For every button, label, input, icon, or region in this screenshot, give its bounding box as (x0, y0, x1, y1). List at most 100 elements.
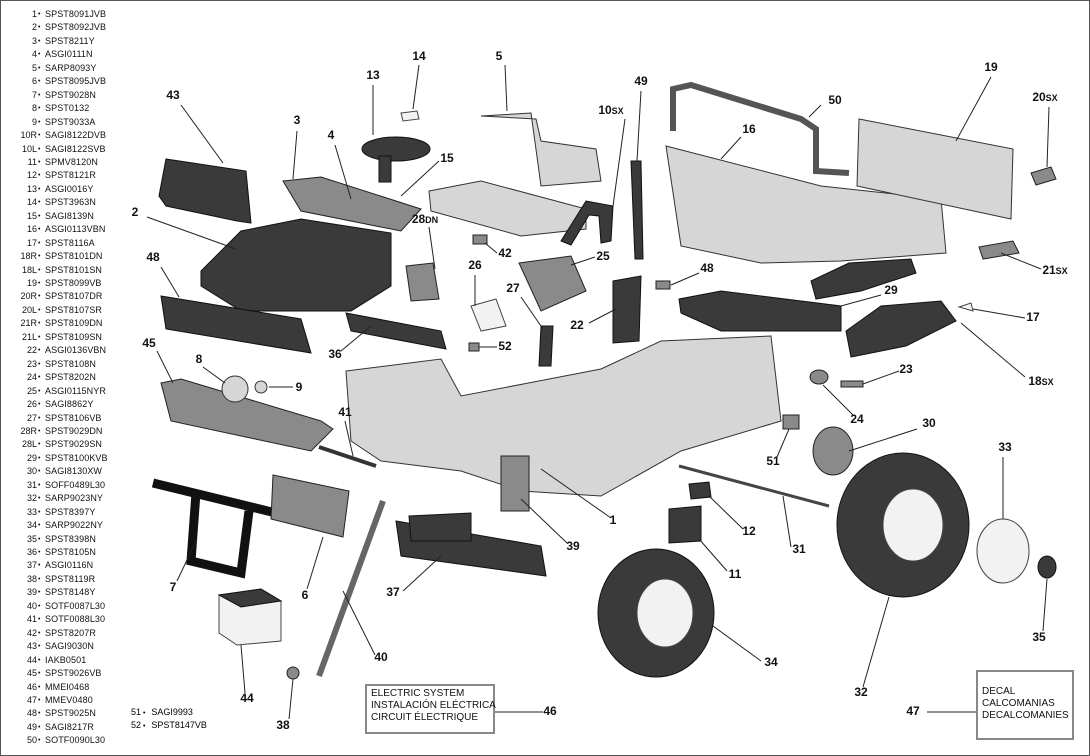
part-code: SPST9026VB (45, 668, 102, 679)
bullet-icon: • (38, 347, 41, 355)
bullet-icon: • (38, 508, 41, 516)
callout-28dn: 28DN (412, 212, 438, 226)
part-number: 9 (31, 116, 37, 127)
bullet-icon: • (38, 575, 41, 583)
leader-line (782, 495, 792, 548)
callout-48: 48 (700, 261, 714, 275)
parts-list-row: 8•SPST0132 (4, 102, 122, 115)
parts-list-row: 30•SAGI8130XW (4, 465, 122, 478)
part-number: 44 (26, 654, 37, 665)
part-number: 27 (26, 412, 37, 423)
parts-list-row: 10R•SAGI8122DVB (4, 129, 122, 142)
part-number: 35 (26, 533, 37, 544)
parts-list-row: 31•SOFF0489L30 (4, 479, 122, 492)
bullet-icon: • (38, 427, 41, 435)
parts-list-row: 43•SAGI9030N (4, 640, 122, 653)
part-code: MMEI0468 (45, 681, 90, 692)
part-code: SPST8116A (45, 237, 95, 248)
part-number: 42 (26, 627, 37, 638)
part-number: 40 (26, 600, 37, 611)
parts-list-row: 40•SOTF0087L30 (4, 600, 122, 613)
part-code: SPST8108N (45, 358, 96, 369)
leader-line (840, 294, 882, 307)
bullet-icon: • (38, 522, 41, 530)
callout-5: 5 (496, 49, 503, 63)
callout-33: 33 (998, 440, 1012, 454)
part-number: 20R (20, 291, 37, 302)
bullet-icon: • (38, 696, 41, 704)
bullet-icon: • (38, 495, 41, 503)
part-code: SARP8093Y (45, 62, 97, 73)
parts-list-row: 3•SPST8211Y (4, 35, 122, 48)
part-code: SPST8147VB (151, 720, 207, 730)
bullet-icon: • (38, 280, 41, 287)
part-52-shape (468, 342, 480, 352)
callout-22: 22 (570, 318, 584, 332)
bullet-icon: • (38, 199, 41, 207)
bullet-icon: • (38, 306, 41, 314)
parts-list-row: 15•SAGI8139N (4, 210, 122, 223)
callout-16: 16 (742, 122, 756, 136)
part-2-shape (200, 218, 392, 312)
bullet-icon: • (38, 239, 41, 247)
leader-line (670, 272, 700, 286)
callout-43: 43 (166, 88, 180, 102)
part-17-shape (957, 302, 974, 312)
callout-6: 6 (302, 588, 309, 602)
callout-14: 14 (412, 49, 426, 63)
callout-45: 45 (142, 336, 156, 350)
parts-list-row: 18L•SPST8101SN (4, 264, 122, 277)
callout-labels: 12345678910SX1112131415161718SX1920SX21S… (132, 49, 1068, 732)
parts-list-row: 26•SAGI8862Y (4, 398, 122, 411)
part-4-shape (282, 176, 422, 232)
bullet-icon: • (38, 11, 41, 18)
leader-line (960, 322, 1026, 378)
leader-line (202, 366, 226, 384)
part-code: SPST8107DR (45, 291, 103, 302)
parts-list-row: 25•ASGI0115NYR (4, 385, 122, 398)
bullet-icon: • (38, 643, 41, 651)
bullet-icon: • (38, 172, 41, 180)
parts-list-row: 4•ASGI0111N (4, 48, 122, 61)
part-number: 41 (26, 614, 37, 625)
parts-list-row: 38•SPST8119R (4, 573, 122, 586)
part-45-shape (160, 378, 334, 452)
part-code: SPST8091JVB (45, 9, 107, 19)
leader-line (1046, 106, 1050, 168)
leader-line (340, 325, 372, 352)
bullet-icon: • (38, 185, 41, 193)
part-42-shape (472, 234, 488, 245)
parts-list-row: 20L•SPST8107SR (4, 304, 122, 317)
leader-line (504, 64, 508, 112)
part-51-shape (782, 414, 800, 430)
parts-list-row: 42•SPST8207R (4, 627, 122, 640)
callout-9: 9 (296, 380, 303, 394)
decal-box: DECAL CALCOMANIAS DECALCOMANIES (976, 670, 1074, 740)
part-code: SPST8148Y (45, 587, 96, 598)
leader-line (176, 538, 198, 582)
callout-51: 51 (766, 454, 780, 468)
part-rear-fender-shape (810, 258, 917, 300)
part-code: SPST8107SR (45, 304, 103, 315)
part-20sx-shape (1030, 166, 1057, 186)
bullet-icon: • (38, 158, 41, 166)
part-number: 11 (27, 156, 37, 167)
parts-list-row: 10L•SAGI8122SVB (4, 143, 122, 156)
part-code: SPST8207R (45, 627, 96, 638)
part-number: 14 (26, 197, 37, 208)
part-number: 38 (26, 573, 37, 584)
bullet-icon: • (38, 683, 41, 691)
part-11-shape (668, 505, 702, 544)
part-shapes (151, 81, 1057, 680)
bullet-icon: • (38, 145, 41, 153)
part-number: 3 (31, 35, 37, 46)
part-code: ASGI0016Y (45, 183, 94, 194)
callout-19: 19 (984, 60, 998, 74)
parts-list-row: 17•SPST8116A (4, 237, 122, 250)
part-48b-shape (655, 280, 671, 290)
part-code: SPST8109DN (45, 318, 103, 329)
part-28dn-shape (405, 262, 440, 302)
bullet-icon: • (38, 78, 41, 86)
parts-list-row: 12•SPST8121R (4, 169, 122, 182)
parts-list-row: 44•IAKB0501 (4, 654, 122, 667)
